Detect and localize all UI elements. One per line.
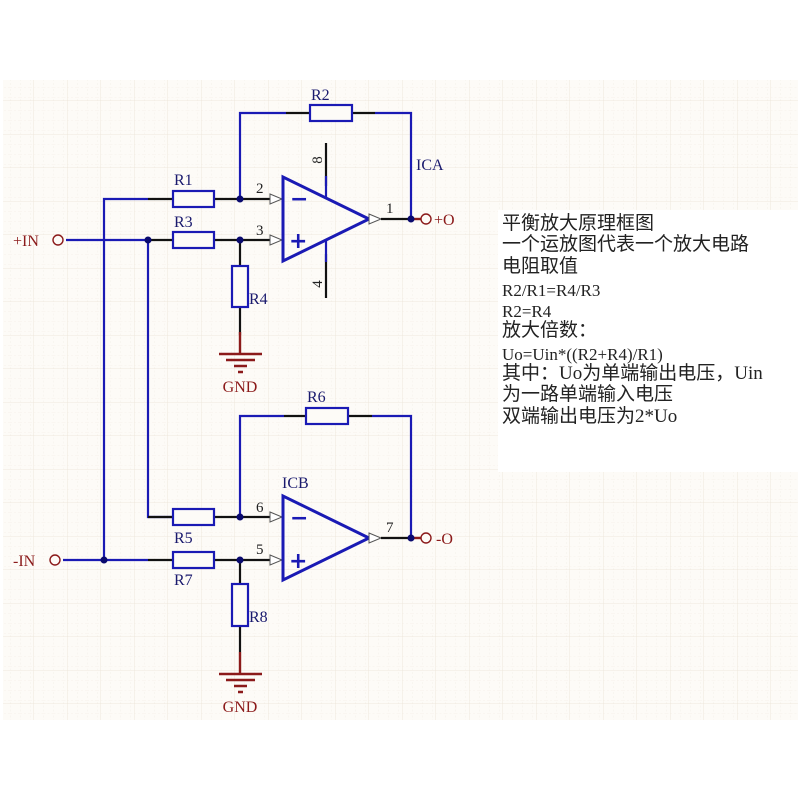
label-r5: R5 (174, 530, 193, 547)
note-line: 为一路单端输入电压 (502, 384, 674, 405)
junction (407, 534, 415, 542)
ground-label-1: GND (223, 379, 258, 396)
note-line: 其中：Uo为单端输出电压，Uin (502, 363, 763, 384)
pin-label-8: 8 (310, 156, 326, 164)
pin-label-4: 4 (310, 280, 326, 288)
pin-label-7: 7 (386, 520, 394, 536)
resistor-r7 (171, 550, 216, 570)
opamp-ica (281, 174, 373, 264)
ground-label-2: GND (223, 699, 258, 716)
pin-label-6: 6 (256, 500, 264, 516)
port-in-plus: +IN (13, 233, 39, 250)
resistor-r2 (308, 103, 354, 123)
terminal-out-minus[interactable] (420, 532, 432, 544)
pin2-arrow (269, 193, 284, 205)
note-line: R2=R4 (502, 302, 552, 321)
pin5-arrow (269, 554, 284, 566)
pin6-arrow (269, 511, 284, 523)
pin-label-5: 5 (256, 542, 264, 558)
port-out-minus: -O (436, 531, 453, 548)
terminal-out-plus[interactable] (420, 213, 432, 225)
note-line: 一个运放图代表一个放大电路 (502, 234, 750, 255)
junction (144, 236, 152, 244)
note-line: 双端输出电压为2*Uo (502, 406, 678, 427)
opamp-icb-label: ICB (282, 475, 309, 492)
opamp-icb-plus-sign: + (289, 549, 307, 574)
port-out-plus: +O (434, 212, 455, 229)
label-r2: R2 (311, 87, 330, 104)
junction (407, 215, 415, 223)
opamp-ica-plus-sign: + (289, 229, 307, 254)
label-r7: R7 (174, 572, 193, 589)
resistor-r6 (304, 406, 350, 426)
opamp-icb (281, 493, 373, 583)
resistor-r3 (171, 230, 216, 250)
ground-symbol-1 (219, 332, 262, 374)
wire-r2-feedback (238, 111, 413, 219)
pin-label-1: 1 (386, 201, 394, 217)
junction (100, 556, 108, 564)
label-r6: R6 (307, 389, 326, 406)
junction (236, 236, 244, 244)
junction (236, 195, 244, 203)
port-in-minus: -IN (13, 553, 36, 570)
resistor-r5 (171, 507, 216, 527)
note-line: 电阻取值 (502, 256, 579, 277)
pin7-arrow (368, 532, 383, 544)
label-r1: R1 (174, 172, 193, 189)
opamp-ica-minus-sign: − (290, 187, 308, 212)
ground-symbol-2 (219, 652, 262, 694)
opamp-ica-label: ICA (416, 157, 444, 174)
wire-r6-feedback (238, 414, 413, 538)
junction (236, 513, 244, 521)
note-title: 平衡放大原理框图 (502, 213, 655, 234)
pin3-arrow (269, 234, 284, 246)
label-r3: R3 (174, 214, 193, 231)
opamp-icb-minus-sign: − (290, 506, 308, 531)
notes-panel: 平衡放大原理框图 一个运放图代表一个放大电路 电阻取值 R2/R1=R4/R3 … (498, 210, 800, 472)
resistor-r4 (230, 264, 250, 309)
label-r8: R8 (249, 609, 268, 626)
wire-bus-r1-to-in-minus (102, 197, 148, 560)
resistor-r1 (171, 189, 216, 209)
note-line: 放大倍数： (502, 320, 598, 341)
pin-label-2: 2 (256, 181, 264, 197)
junction (236, 556, 244, 564)
pin-label-3: 3 (256, 223, 264, 239)
note-formula: Uo=Uin*((R2+R4)/R1) (502, 345, 663, 364)
terminal-in-plus[interactable] (52, 234, 64, 246)
label-r4: R4 (249, 291, 268, 308)
terminal-in-minus[interactable] (49, 554, 61, 566)
note-line: R2/R1=R4/R3 (502, 281, 601, 300)
resistor-r8 (230, 582, 250, 628)
pin1-arrow (368, 213, 383, 225)
